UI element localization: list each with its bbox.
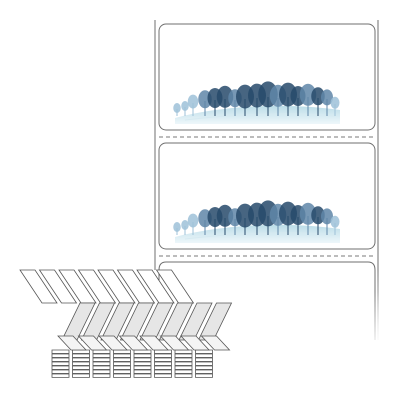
- fanfold-stack-layer: [174, 349, 193, 354]
- fanfold-stack-layer: [72, 357, 90, 362]
- fanfold-bottom-panel: [57, 335, 87, 351]
- tree-cluster-icon: [173, 200, 340, 235]
- tree-crown: [181, 220, 189, 230]
- fanfold-top-panel: [155, 269, 195, 304]
- fanfold-stack-layer: [154, 357, 172, 362]
- tree-crown: [330, 96, 340, 109]
- tree-crown: [187, 94, 199, 109]
- tree-crown: [311, 87, 325, 106]
- fanfold-stack-layer: [92, 357, 111, 362]
- fanfold-stack-layer: [72, 361, 90, 366]
- fanfold-stack-layer: [92, 361, 111, 366]
- fanfold-stack-layer: [195, 349, 213, 354]
- fanfold-bottom-panel: [98, 335, 128, 351]
- fanfold-stack-layer: [133, 361, 152, 366]
- fanfold-stack-layer: [174, 353, 193, 358]
- fanfold-stack-layer: [133, 369, 152, 374]
- tree-crown: [187, 213, 199, 228]
- fanfold-stack-layer: [133, 373, 152, 378]
- fanfold-bottom-panel: [118, 335, 149, 351]
- fanfold-stack-layer: [72, 369, 90, 374]
- fanfold-stack-layer: [174, 369, 193, 374]
- fanfold-stack-layer: [51, 373, 70, 378]
- fanfold-top-panel: [77, 269, 117, 304]
- fanfold-stack-layer: [133, 365, 152, 370]
- fanfold-stack-layer: [51, 361, 70, 366]
- fanfold-stack-layer: [195, 361, 213, 366]
- fanfold-stack-layer: [51, 369, 70, 374]
- fanfold-stack-layer: [113, 373, 131, 378]
- fanfold-stack-layer: [154, 353, 172, 358]
- fanfold-stack-layer: [51, 357, 70, 362]
- fanfold-bottom-panel: [200, 335, 231, 351]
- fanfold-stack-layer: [92, 365, 111, 370]
- fanfold-stack-layer: [195, 373, 213, 378]
- fanfold-stack-layer: [154, 365, 172, 370]
- fanfold-stack-layer: [195, 353, 213, 358]
- fanfold-stack-layer: [154, 373, 172, 378]
- fanfold-stack-layer: [51, 353, 70, 358]
- fanfold-stack-layer: [195, 357, 213, 362]
- fanfold-stack: [19, 269, 233, 378]
- fanfold-bottom-panel: [77, 335, 108, 351]
- fanfold-stack-layer: [92, 353, 111, 358]
- label-1: [158, 23, 376, 131]
- fanfold-stack-layer: [113, 365, 131, 370]
- fanfold-stack-layer: [133, 357, 152, 362]
- tree-crown: [181, 101, 189, 111]
- fanfold-stack-layer: [195, 365, 213, 370]
- fanfold-top-panel: [58, 269, 97, 304]
- fanfold-stack-layer: [51, 349, 70, 354]
- tree-crown: [321, 89, 333, 106]
- fanfold-stack-layer: [133, 349, 152, 354]
- fanfold-stack-layer: [113, 357, 131, 362]
- fanfold-stack-layer: [72, 349, 90, 354]
- fanfold-top-panel: [38, 269, 78, 304]
- fanfold-stack-layer: [92, 373, 111, 378]
- fanfold-stack-layer: [51, 365, 70, 370]
- fanfold-top-panel: [136, 269, 175, 304]
- fanfold-stack-layer: [72, 353, 90, 358]
- fanfold-top-panel: [116, 269, 156, 304]
- fanfold-stack-layer: [195, 369, 213, 374]
- fanfold-bottom-panel: [159, 335, 190, 351]
- label-2-artwork: [173, 200, 341, 244]
- tree-crown: [173, 222, 181, 232]
- label-2: [158, 142, 376, 250]
- fanfold-top-panel: [19, 269, 58, 304]
- fanfold-stack-layer: [154, 349, 172, 354]
- fanfold-top-panel: [97, 269, 136, 304]
- fanfold-stack-layer: [113, 369, 131, 374]
- fanfold-stack-layer: [154, 361, 172, 366]
- tree-crown: [330, 215, 340, 228]
- fanfold-stack-layer: [174, 357, 193, 362]
- fanfold-stack-layer: [113, 349, 131, 354]
- fanfold-stack-layer: [113, 353, 131, 358]
- tree-crown: [321, 208, 333, 225]
- label-1-artwork: [173, 81, 341, 125]
- fanfold-stack-layer: [72, 373, 90, 378]
- fanfold-stack-layer: [133, 353, 152, 358]
- fanfold-stack-layer: [92, 369, 111, 374]
- fanfold-stack-layer: [174, 365, 193, 370]
- fanfold-stack-layer: [174, 373, 193, 378]
- fanfold-stack-layer: [174, 361, 193, 366]
- fanfold-stack-layer: [154, 369, 172, 374]
- fanfold-bottom-panel: [180, 335, 210, 351]
- tree-crown: [173, 103, 181, 113]
- fanfold-stack-layer: [92, 349, 111, 354]
- tree-cluster-icon: [173, 81, 340, 116]
- fanfold-stack-layer: [72, 365, 90, 370]
- fanfold-bottom-panel: [139, 335, 169, 351]
- fanfold-stack-layer: [113, 361, 131, 366]
- tree-crown: [311, 206, 325, 225]
